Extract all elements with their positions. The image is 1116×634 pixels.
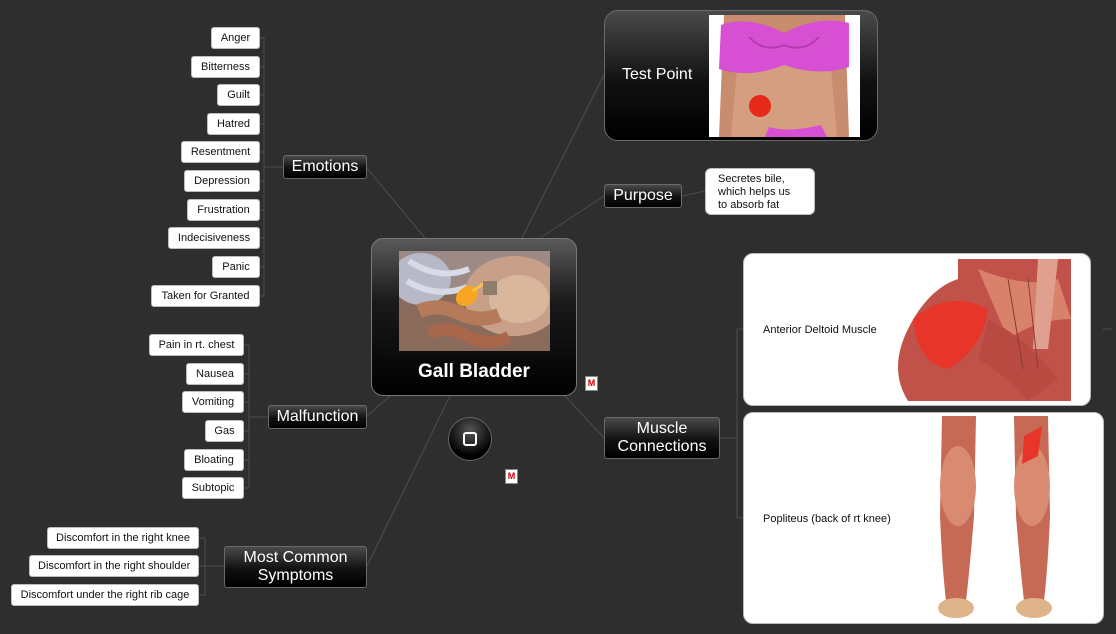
gallbladder-anatomy-image [399,251,550,351]
emotion-resentment[interactable]: Resentment [181,141,260,163]
card-popliteus[interactable]: Popliteus (back of rt knee) [743,412,1104,624]
emotion-taken-for-granted[interactable]: Taken for Granted [151,285,260,307]
central-topic-title: Gall Bladder [418,361,530,382]
topic-purpose[interactable]: Purpose [604,184,682,208]
topic-symptoms-line2: Symptoms [257,567,334,584]
purpose-note[interactable]: Secretes bile, which helps us to absorb … [705,168,815,215]
purpose-note-line3: to absorb fat [718,199,780,211]
test-point-image [709,15,860,137]
attachment-icon[interactable]: M [585,376,598,391]
topic-emotions[interactable]: Emotions [283,155,367,179]
popliteus-muscle-image [934,416,1056,620]
card-anterior-deltoid-label: Anterior Deltoid Muscle [763,324,877,336]
emotion-guilt[interactable]: Guilt [217,84,260,106]
emotion-anger[interactable]: Anger [211,27,260,49]
card-anterior-deltoid[interactable]: Anterior Deltoid Muscle [743,253,1091,406]
topic-test-point-label: Test Point [622,66,693,83]
attachment-icon[interactable]: M [505,469,518,484]
malfunction-vomiting[interactable]: Vomiting [182,391,244,413]
malfunction-bloating[interactable]: Bloating [184,449,244,471]
emotion-frustration[interactable]: Frustration [187,199,260,221]
deltoid-muscle-image [888,259,1071,401]
topic-most-common-symptoms[interactable]: Most Common Symptoms [224,546,367,588]
topic-test-point[interactable]: Test Point [604,10,878,141]
emotion-bitterness[interactable]: Bitterness [191,56,260,78]
malfunction-gas[interactable]: Gas [205,420,244,442]
floating-topic-icon[interactable] [448,417,492,461]
topic-muscle-line2: Connections [617,438,707,455]
malfunction-nausea[interactable]: Nausea [186,363,244,385]
emotion-depression[interactable]: Depression [184,170,260,192]
central-topic[interactable]: Gall Bladder [371,238,577,396]
symptom-right-shoulder[interactable]: Discomfort in the right shoulder [29,555,199,577]
topic-muscle-line1: Muscle [636,420,688,437]
purpose-note-line1: Secretes bile, [718,173,785,185]
emotion-hatred[interactable]: Hatred [207,113,260,135]
malfunction-subtopic[interactable]: Subtopic [182,477,244,499]
emotion-indecisiveness[interactable]: Indecisiveness [168,227,260,249]
symptom-right-rib-cage[interactable]: Discomfort under the right rib cage [11,584,199,606]
topic-muscle-connections[interactable]: Muscle Connections [604,417,720,459]
emotion-panic[interactable]: Panic [212,256,260,278]
purpose-note-line2: which helps us [718,186,791,198]
symptom-right-knee[interactable]: Discomfort in the right knee [47,527,199,549]
card-popliteus-label: Popliteus (back of rt knee) [763,513,891,525]
malfunction-pain-in-rt-chest[interactable]: Pain in rt. chest [149,334,244,356]
topic-symptoms-line1: Most Common [243,549,348,566]
topic-malfunction[interactable]: Malfunction [268,405,367,429]
